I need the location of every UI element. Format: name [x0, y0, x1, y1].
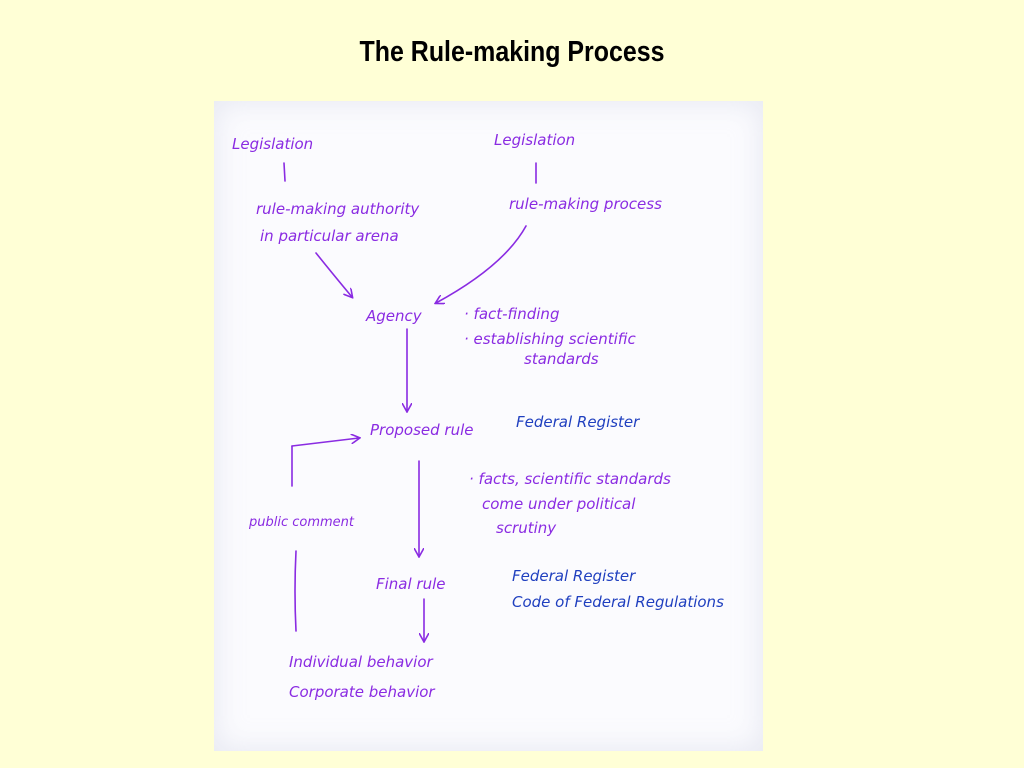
scrutiny-line3: scrutiny [496, 519, 557, 537]
authority-label-line2: in particular arena [260, 227, 399, 245]
line-behavior-to-comment [294, 550, 297, 632]
arrow-process-to-agency [436, 225, 527, 303]
agency-note-line1: · fact-finding [464, 305, 559, 323]
handwritten-diagram: Legislation Legislation rule-making auth… [232, 131, 724, 701]
arrow-comment-to-proposed [291, 438, 359, 447]
legislation-right-label: Legislation [494, 131, 575, 149]
final-rule-label: Final rule [376, 575, 446, 593]
handwritten-diagram-photo: Legislation Legislation rule-making auth… [214, 101, 763, 751]
proposed-publication-label: Federal Register [516, 413, 640, 431]
agency-note-line2: · establishing scientific [464, 330, 636, 348]
process-right-label: rule-making process [509, 195, 662, 213]
agency-label: Agency [365, 307, 423, 325]
slide-title: The Rule-making Process [359, 36, 665, 68]
legislation-left-label: Legislation [232, 135, 313, 153]
final-publication-line1: Federal Register [512, 567, 636, 585]
final-publication-line2: Code of Federal Regulations [512, 593, 724, 611]
agency-note-line3: standards [524, 350, 599, 368]
authority-label-line1: rule-making authority [256, 200, 420, 218]
public-comment-label: public comment [248, 515, 355, 530]
proposed-rule-label: Proposed rule [370, 421, 474, 439]
arrow-authority-to-agency [315, 252, 352, 297]
behavior-line2: Corporate behavior [289, 683, 435, 701]
behavior-line1: Individual behavior [289, 653, 433, 671]
connector-legislation-left [283, 162, 286, 182]
scrutiny-line1: · facts, scientific standards [469, 470, 671, 488]
scrutiny-line2: come under political [482, 495, 636, 513]
